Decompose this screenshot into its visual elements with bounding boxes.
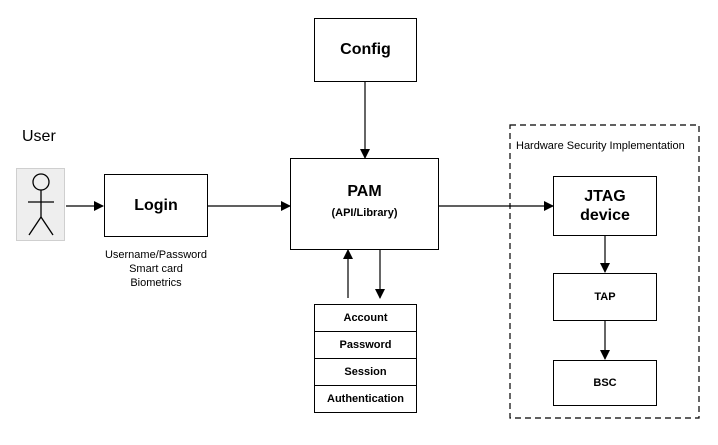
module-account: Account	[314, 304, 417, 332]
login-node: Login	[104, 174, 208, 237]
hardware-group-title: Hardware Security Implementation	[516, 140, 685, 152]
module-authentication: Authentication	[314, 385, 417, 413]
module-label: Password	[339, 339, 392, 351]
stick-figure-icon	[28, 173, 54, 236]
hardware-group-border	[509, 124, 700, 419]
user-actor	[16, 168, 65, 241]
pam-subtitle: (API/Library)	[331, 207, 398, 219]
login-method: Username/Password	[104, 249, 208, 261]
config-node: Config	[314, 18, 417, 82]
login-method: Smart card	[129, 263, 183, 275]
module-label: Account	[343, 312, 388, 324]
module-label: Session	[344, 366, 387, 378]
bsc-node: BSC	[553, 360, 657, 406]
jtag-label-line1: JTAG	[584, 188, 626, 205]
jtag-label-line2: device	[580, 207, 630, 224]
module-session: Session	[314, 358, 417, 386]
tap-label: TAP	[594, 291, 616, 303]
user-label: User	[22, 128, 56, 145]
jtag-node: JTAG device	[553, 176, 657, 236]
pam-title: PAM	[347, 183, 382, 200]
module-label: Authentication	[327, 393, 404, 405]
config-label: Config	[340, 41, 391, 58]
bsc-label: BSC	[593, 377, 617, 389]
module-password: Password	[314, 331, 417, 359]
login-method: Biometrics	[130, 277, 182, 289]
pam-node: PAM (API/Library)	[290, 158, 439, 250]
login-label: Login	[134, 196, 178, 214]
login-methods: Username/Password Smart card Biometrics	[91, 248, 221, 290]
tap-node: TAP	[553, 273, 657, 321]
